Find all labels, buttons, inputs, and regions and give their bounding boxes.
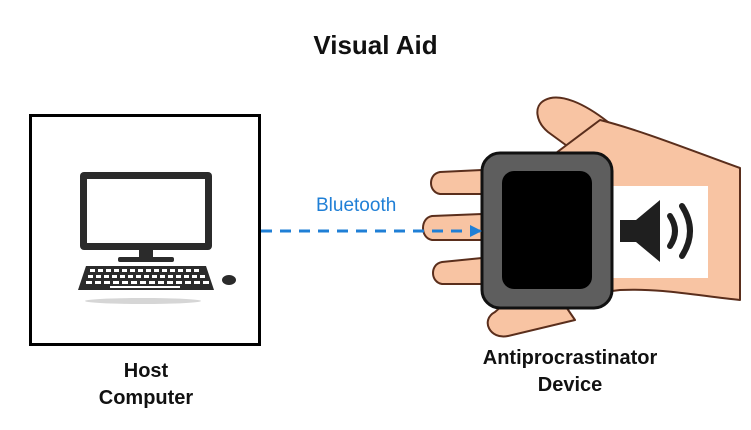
- desktop-computer-icon: [78, 172, 236, 304]
- speaker-icon: [620, 200, 693, 262]
- diagram-title: Visual Aid: [313, 30, 438, 60]
- bluetooth-label: Bluetooth: [316, 195, 397, 216]
- device-label: Antiprocrastinator Device: [482, 347, 658, 396]
- host-computer-label: Host Computer: [98, 360, 194, 409]
- antiprocrastinator-device: [480, 151, 614, 310]
